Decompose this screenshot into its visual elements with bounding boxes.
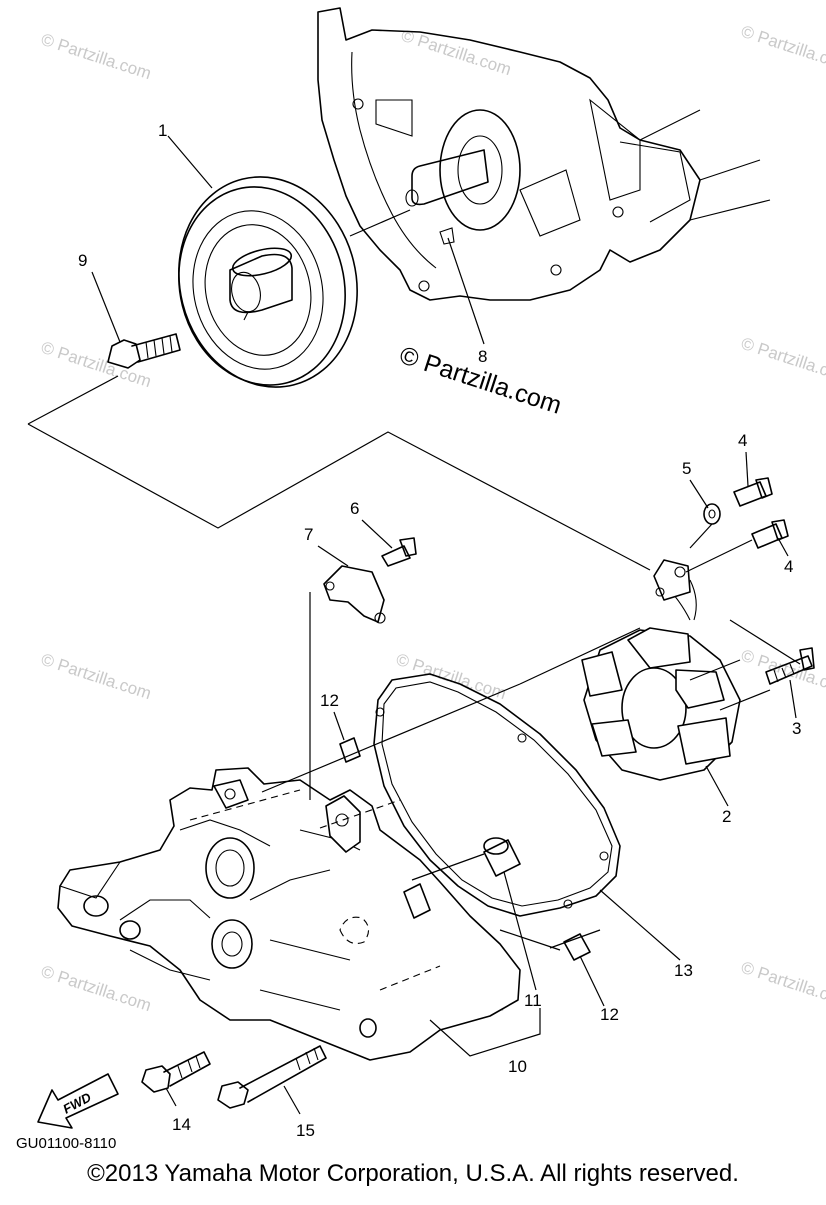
cover-assembly-drawing: [57, 767, 521, 1061]
flywheel-drawing: [178, 176, 358, 388]
bolt-15-drawing: [217, 1045, 327, 1109]
fwd-arrow-icon: FWD: [37, 1073, 119, 1129]
watermark: © Partzilla.com: [39, 30, 154, 83]
bolt-9-drawing: [107, 333, 181, 369]
callout-labels: 1 2 3 4 4 5 6 7 8 9 10 11 12 12 13 14 15: [78, 121, 801, 1140]
diagram-code: GU01100-8110: [16, 1135, 116, 1152]
pickup-coil-drawing: [653, 559, 697, 621]
callout-9: 9: [78, 251, 87, 270]
copyright-notice: ©2013 Yamaha Motor Corporation, U.S.A. A…: [87, 1160, 739, 1187]
bolt-14-drawing: [141, 1051, 211, 1093]
reference-lines: [27, 209, 801, 951]
watermark: © Partzilla.com: [39, 650, 154, 703]
callout-2: 2: [722, 807, 731, 826]
callout-12-top: 12: [320, 691, 339, 710]
callout-4-top: 4: [738, 431, 747, 450]
callout-4-bottom: 4: [784, 557, 793, 576]
bolt-3-drawing: [765, 647, 815, 685]
callout-13: 13: [674, 961, 693, 980]
callout-12-bottom: 12: [600, 1005, 619, 1024]
callout-10: 10: [508, 1057, 527, 1076]
stator-drawing: [581, 583, 741, 781]
callout-3: 3: [792, 719, 801, 738]
watermark: © Partzilla.com: [739, 958, 826, 1011]
callout-1: 1: [158, 121, 167, 140]
gasket-13-drawing: [373, 673, 621, 917]
bolts-4-drawing: [703, 477, 789, 549]
watermark: © Partzilla.com: [739, 22, 826, 75]
watermark: © Partzilla.com: [399, 26, 514, 79]
callout-8: 8: [478, 347, 487, 366]
callout-7: 7: [304, 525, 313, 544]
callout-15: 15: [296, 1121, 315, 1140]
watermark: © Partzilla.com: [39, 962, 154, 1015]
leader-lines: [91, 135, 797, 1115]
plate-7-drawing: [323, 537, 417, 624]
engine-case-drawing: [317, 7, 771, 301]
watermark: © Partzilla.com: [739, 334, 826, 387]
callout-11: 11: [524, 991, 542, 1010]
callout-14: 14: [172, 1115, 191, 1134]
callout-5: 5: [682, 459, 691, 478]
callout-6: 6: [350, 499, 359, 518]
